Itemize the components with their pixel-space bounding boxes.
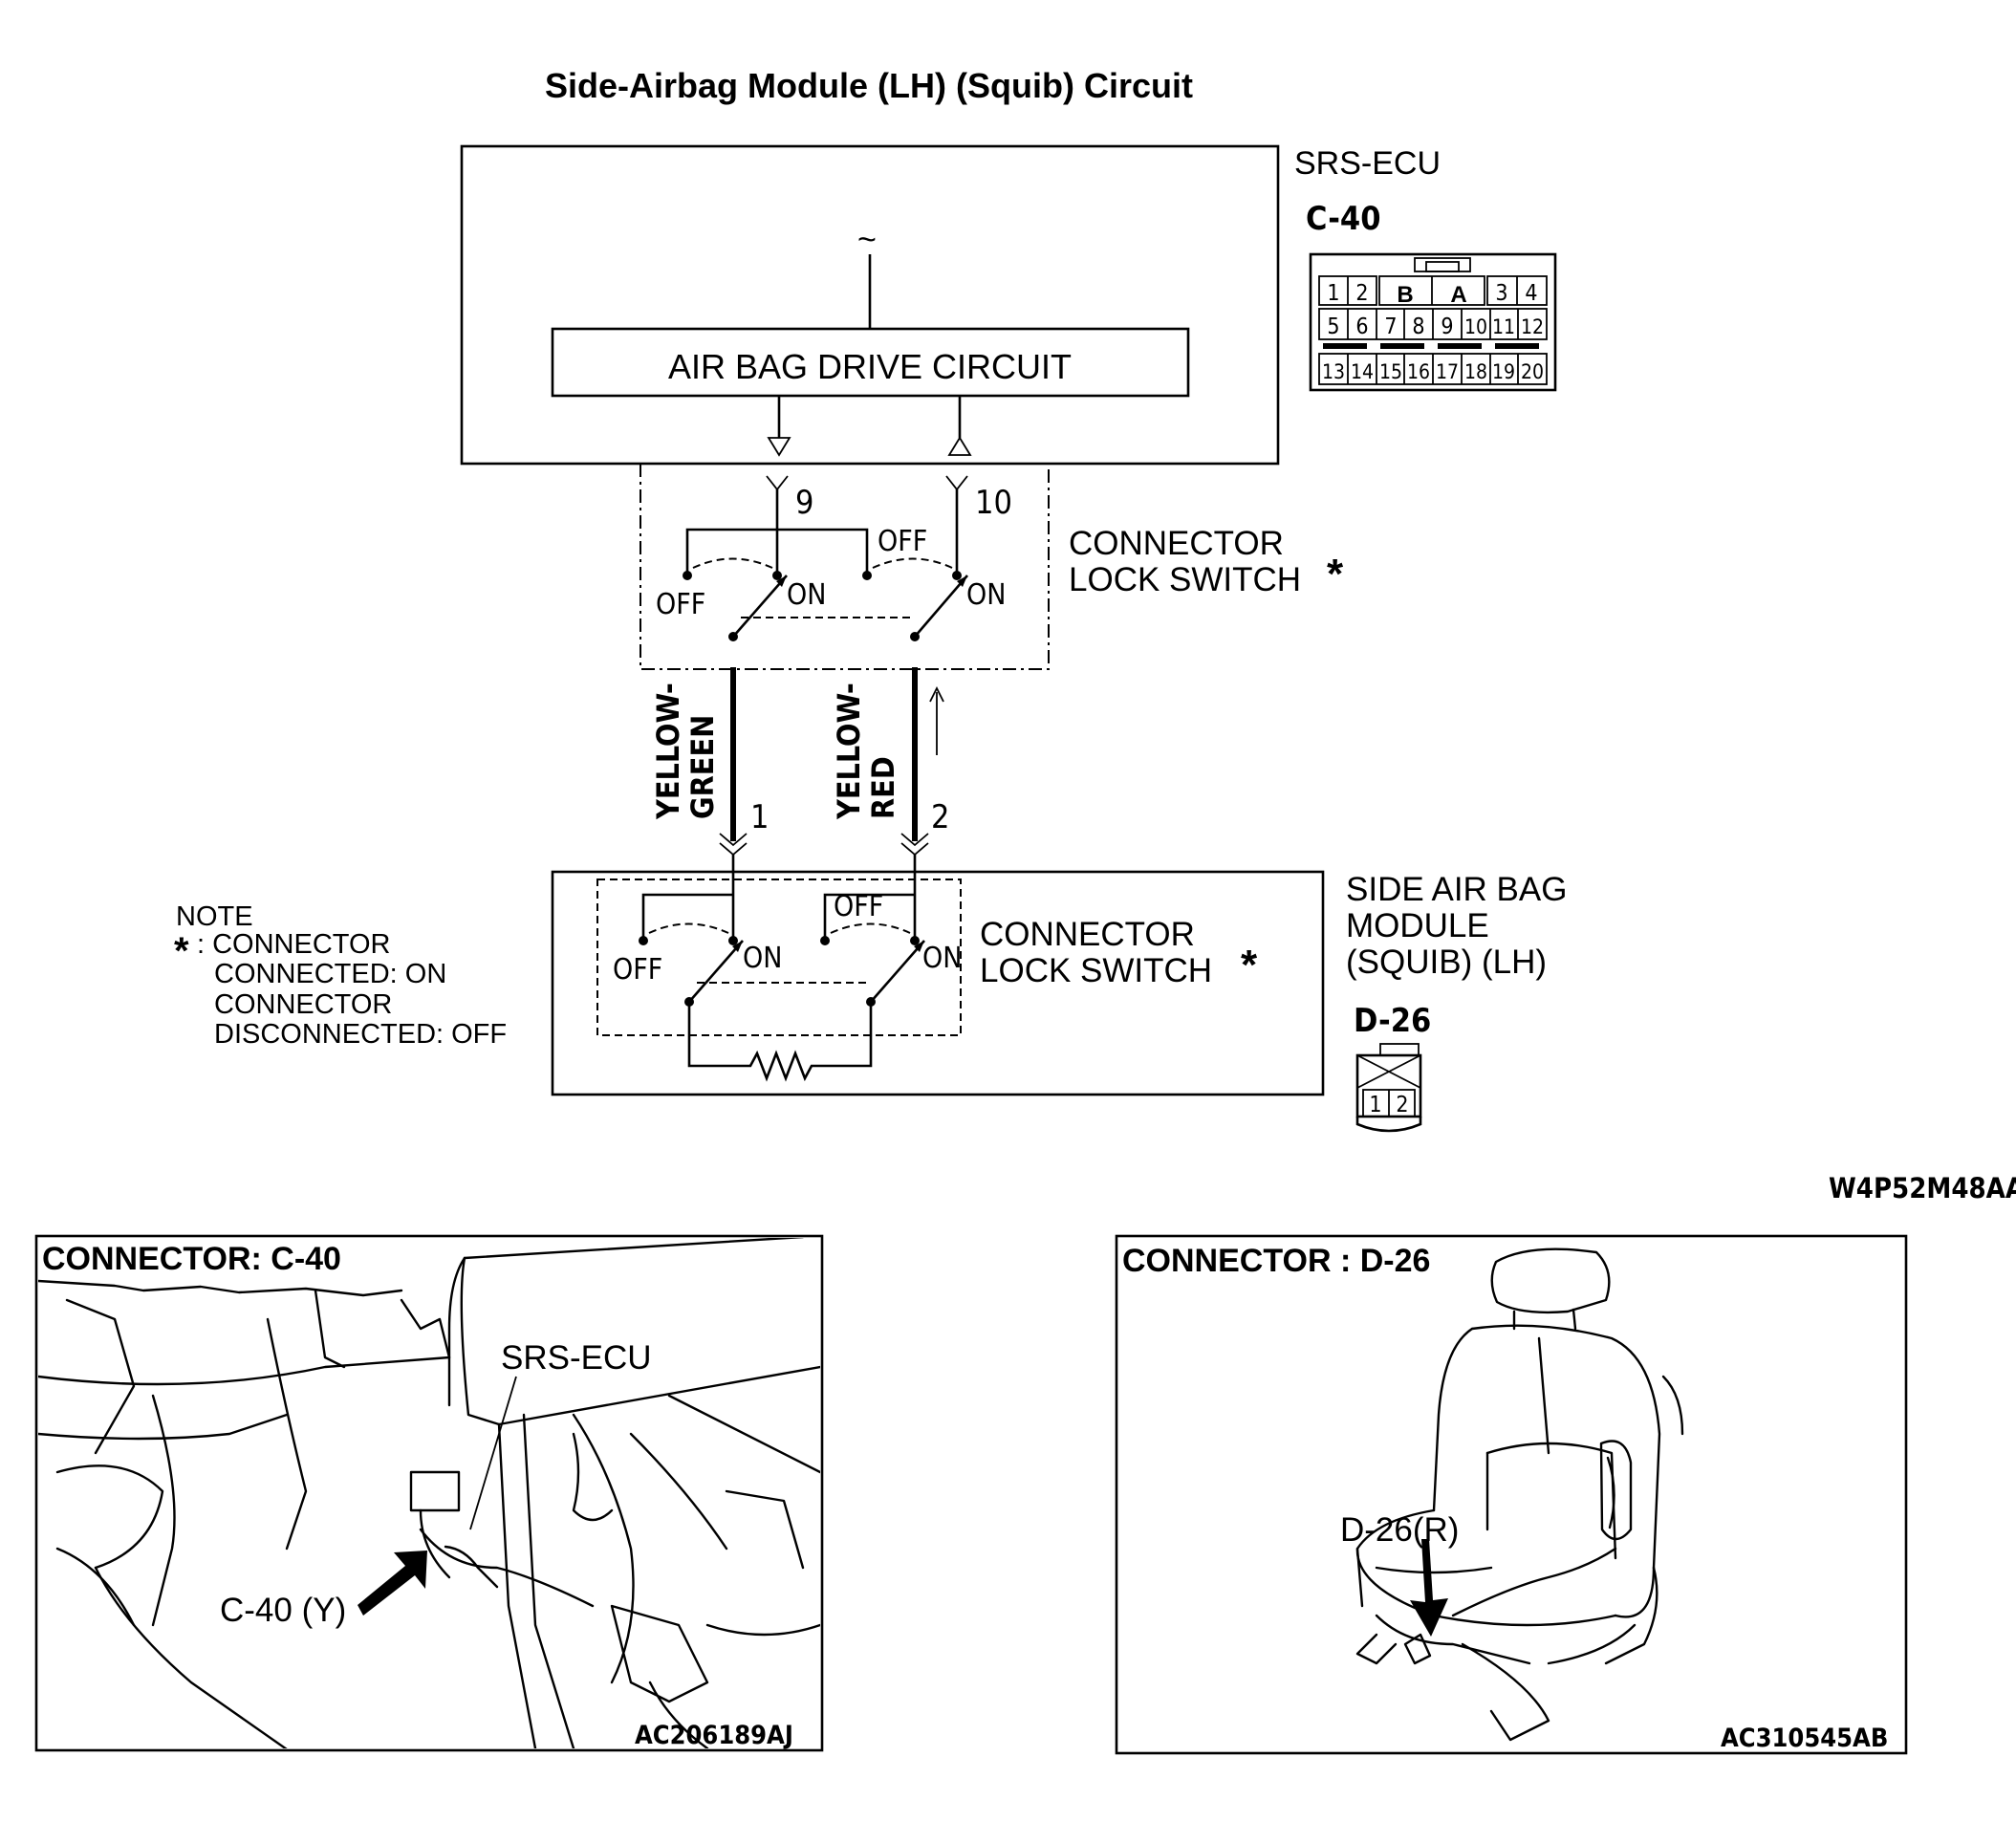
- svg-text:NOTE: NOTE: [176, 901, 253, 932]
- terminal-9: 9: [795, 484, 813, 522]
- switch2-right-off: OFF: [834, 890, 883, 923]
- switch1-left-on: ON: [787, 578, 826, 612]
- c40-panel-srs-ecu: SRS-ECU: [501, 1339, 652, 1377]
- switch1-right-on: ON: [966, 578, 1006, 612]
- tilde-symbol: ~: [857, 222, 877, 258]
- svg-text:4: 4: [1525, 281, 1537, 306]
- svg-text:2: 2: [1355, 281, 1368, 306]
- note-block: NOTE * : CONNECTOR CONNECTED: ON CONNECT…: [174, 901, 507, 1050]
- c40-connector-id: C-40: [1306, 200, 1381, 238]
- wire-label-yellow-green: YELLOW- GREEN: [650, 683, 721, 820]
- svg-text:GREEN: GREEN: [684, 715, 721, 819]
- svg-text:13: 13: [1322, 360, 1345, 383]
- c40-panel-code: AC206189AJ: [635, 1721, 793, 1750]
- svg-text:CONNECTOR: CONNECTOR: [214, 989, 392, 1020]
- d26-panel-connector-label: D-26(R): [1340, 1511, 1459, 1549]
- svg-text:20: 20: [1521, 360, 1544, 383]
- air-bag-drive-circuit-label: AIR BAG DRIVE CIRCUIT: [668, 347, 1072, 386]
- air-bag-drive-circuit-box: [551, 327, 1190, 398]
- svg-text:1: 1: [1369, 1093, 1381, 1117]
- svg-text:7: 7: [1384, 315, 1397, 339]
- svg-text:YELLOW-: YELLOW-: [650, 683, 686, 820]
- svg-text:2: 2: [1396, 1093, 1408, 1117]
- side-air-bag-module-line2: MODULE: [1346, 907, 1489, 944]
- panel-connector-d26: CONNECTOR : D-26 D-26(R) AC310545AB: [1115, 1234, 1908, 1755]
- d26-connector-face: 1 2: [1355, 1043, 1422, 1133]
- svg-text:19: 19: [1492, 360, 1515, 383]
- lock-switch-1-star: *: [1327, 551, 1344, 597]
- lock-switch-2-line1: CONNECTOR: [980, 916, 1195, 953]
- svg-text:YELLOW-: YELLOW-: [831, 683, 867, 820]
- svg-text:*: *: [174, 930, 189, 972]
- lock-switch-2-line2: LOCK SWITCH: [980, 952, 1212, 989]
- svg-text:: CONNECTOR: : CONNECTOR: [197, 929, 390, 960]
- svg-text:6: 6: [1355, 315, 1368, 339]
- svg-text:B: B: [1397, 282, 1413, 308]
- switch2-left-on: ON: [743, 942, 782, 975]
- wire-pin-2: 2: [931, 798, 949, 836]
- seat-illustration: [1355, 1247, 1684, 1742]
- srs-ecu-box: [460, 144, 1280, 466]
- svg-text:14: 14: [1351, 360, 1374, 383]
- switch1-right-off: OFF: [878, 525, 927, 558]
- terminal-10: 10: [975, 484, 1012, 522]
- svg-text:16: 16: [1407, 360, 1430, 383]
- squib-resistor: [687, 1002, 873, 1082]
- svg-text:11: 11: [1492, 315, 1515, 338]
- svg-text:1: 1: [1327, 281, 1339, 306]
- switch1-left-off: OFF: [656, 588, 705, 621]
- c40-connector-face: 1 2 B A 3 4 5 6 7 8 9 10 11 12: [1309, 252, 1557, 392]
- side-air-bag-module-box: [551, 870, 1325, 1096]
- diagram-title: Side-Airbag Module (LH) (Squib) Circuit: [545, 66, 1193, 105]
- svg-text:9: 9: [1441, 315, 1453, 339]
- d26-connector-id: D-26: [1354, 1002, 1431, 1040]
- d26-panel-title: CONNECTOR : D-26: [1122, 1243, 1430, 1279]
- wire-label-yellow-red: YELLOW- RED: [831, 683, 901, 820]
- c40-location-illustration: [38, 1238, 820, 1748]
- lock-switch-1-line2: LOCK SWITCH: [1069, 561, 1301, 598]
- panel-connector-c40: CONNECTOR: C-40 SRS-ECU C-40 (Y) AC20618…: [34, 1234, 824, 1752]
- c40-panel-title: CONNECTOR: C-40: [42, 1241, 341, 1277]
- svg-text:17: 17: [1436, 360, 1459, 383]
- diagram-code: W4P52M48AA: [1829, 1172, 2016, 1204]
- wire-pin-1: 1: [750, 798, 769, 836]
- svg-text:5: 5: [1327, 315, 1339, 339]
- lock-switch-1-line1: CONNECTOR: [1069, 525, 1284, 562]
- svg-text:10: 10: [1464, 315, 1487, 338]
- c40-panel-connector-label: C-40 (Y): [220, 1592, 346, 1629]
- switch2-left-off: OFF: [613, 953, 662, 987]
- lock-switch-2-star: *: [1241, 942, 1258, 988]
- svg-text:A: A: [1450, 282, 1466, 308]
- switch2-right-on: ON: [922, 942, 962, 975]
- srs-ecu-label: SRS-ECU: [1294, 145, 1441, 182]
- side-air-bag-module-line3: (SQUIB) (LH): [1346, 944, 1547, 981]
- svg-text:CONNECTED: ON: CONNECTED: ON: [214, 959, 446, 989]
- svg-text:3: 3: [1495, 281, 1507, 306]
- svg-text:12: 12: [1521, 315, 1544, 338]
- svg-text:DISCONNECTED: OFF: DISCONNECTED: OFF: [214, 1019, 507, 1050]
- d26-panel-code: AC310545AB: [1721, 1724, 1888, 1753]
- svg-text:18: 18: [1464, 360, 1487, 383]
- svg-text:8: 8: [1412, 315, 1424, 339]
- side-air-bag-module-line1: SIDE AIR BAG: [1346, 871, 1567, 908]
- svg-text:RED: RED: [865, 756, 901, 819]
- svg-text:15: 15: [1379, 360, 1402, 383]
